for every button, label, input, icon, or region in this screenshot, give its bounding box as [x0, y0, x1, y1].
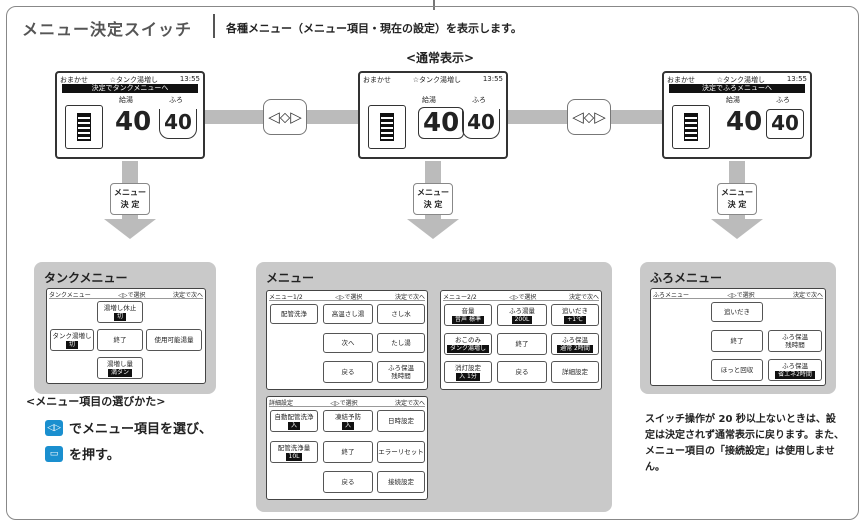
main-menu-panel: メニュー メニュー1/2◁▷で選択決定で次へ 配管洗浄 高温さし湯 さし水 次へ…: [256, 262, 612, 512]
page-description: 各種メニュー（メニュー項目・現在の設定）を表示します。: [226, 22, 522, 35]
back-button[interactable]: 戻る: [497, 361, 547, 383]
rocker-switch-icon: ◁⬦▷: [263, 99, 307, 135]
end-button[interactable]: 終了: [497, 333, 547, 355]
heat-recovery-button[interactable]: ほっと回収: [711, 359, 763, 381]
down-arrow-icon: [407, 219, 459, 239]
bath-temp: 40: [159, 109, 197, 139]
back-button[interactable]: 戻る: [323, 361, 373, 383]
screen-tank-select: おまかせ ☆タンク湯増し 13:55 決定でタンクメニューへ 給湯 ふろ 40 40: [55, 71, 205, 159]
supply-temp: 40: [418, 107, 465, 139]
tank-menu-panel: タンクメニュー タンクメニュー◁▷で選択決定で次へ 湯増し休止切 タンク湯増し切…: [34, 262, 216, 394]
back-button[interactable]: 戻る: [323, 471, 373, 493]
detail-settings-button[interactable]: 詳細設定: [551, 361, 599, 383]
mode-label: おまかせ: [363, 76, 391, 84]
tank-boost-button[interactable]: タンク湯増し切: [50, 329, 94, 351]
volume-button[interactable]: 音量音声 標準: [444, 304, 492, 326]
mode-label: おまかせ: [667, 76, 695, 84]
light-off-button[interactable]: 消灯設定入 1分: [444, 361, 492, 383]
page-title: メニュー決定スイッチ: [22, 20, 193, 39]
clock: 13:55: [482, 75, 503, 83]
supply-temp: 40: [115, 107, 152, 137]
clock: 13:55: [786, 75, 807, 83]
supply-label: 給湯: [726, 96, 740, 104]
usable-volume-button[interactable]: 使用可能湯量: [146, 329, 202, 351]
boost-amount-button[interactable]: 湯増し量満タン: [97, 357, 143, 379]
menu-decide-button-icon: ▭: [45, 445, 63, 462]
error-reset-button[interactable]: エラーリセット: [377, 441, 425, 463]
howto-step-1: ◁▷でメニュー項目を選び、: [45, 418, 212, 437]
high-temp-add-button[interactable]: 高温さし湯: [323, 304, 373, 324]
rocker-switch-icon: ◁⬦▷: [567, 99, 611, 135]
clock: 13:55: [179, 75, 200, 83]
panel-title: タンクメニュー: [44, 271, 128, 285]
down-arrow-icon: [104, 219, 156, 239]
favorite-button[interactable]: おこのみタンク湯増し: [444, 333, 492, 355]
status-label: ☆タンク湯増し: [412, 76, 462, 84]
next-button[interactable]: 次へ: [323, 333, 373, 353]
menu-decide-button-icon: メニュー決 定: [413, 183, 453, 215]
end-button[interactable]: 終了: [97, 329, 143, 351]
howto-step-2: ▭を押す。: [45, 444, 120, 463]
panel-title: ふろメニュー: [650, 271, 723, 285]
bath-temp: 40: [462, 109, 500, 139]
bath-label: ふろ: [169, 96, 183, 104]
screen-normal: おまかせ ☆タンク湯増し 13:55 給湯 ふろ 40 40: [358, 71, 508, 159]
bath-keep-eco-button[interactable]: ふろ保温省エネ2時間: [768, 359, 822, 381]
menu-decide-button-icon: メニュー決 定: [110, 183, 150, 215]
bath-keep-button[interactable]: ふろ保温通常 2時間: [551, 333, 599, 355]
bath-menu-panel: ふろメニュー ふろメニュー◁▷で選択決定で次へ 追いだき 終了 ふろ保温残時間 …: [640, 262, 836, 394]
bath-label: ふろ: [776, 96, 790, 104]
bath-label: ふろ: [472, 96, 486, 104]
tank-icon: [672, 105, 710, 149]
bath-keep-button[interactable]: ふろ保温残時間: [768, 330, 822, 352]
auto-pipe-clean-button[interactable]: 自動配管洗浄入: [270, 410, 318, 432]
connection-settings-button[interactable]: 接続設定: [377, 471, 425, 493]
mode-label: おまかせ: [60, 76, 88, 84]
datetime-button[interactable]: 日時設定: [377, 410, 425, 432]
add-water-button[interactable]: さし水: [377, 304, 425, 324]
menu-decide-button-icon: メニュー決 定: [717, 183, 757, 215]
status-label: ☆タンク湯増し: [716, 76, 766, 84]
reheat-button[interactable]: 追いだき+1℃: [551, 304, 599, 326]
end-button[interactable]: 終了: [323, 441, 373, 463]
hint-bar: 決定でふろメニューへ: [669, 84, 805, 93]
tank-menu-screen: タンクメニュー◁▷で選択決定で次へ 湯増し休止切 タンク湯増し切 終了 使用可能…: [46, 288, 206, 384]
reheat-button[interactable]: 追いだき: [711, 302, 763, 322]
hint-bar: 決定でタンクメニューへ: [62, 84, 198, 93]
howto-title: <メニュー項目の選びかた>: [26, 395, 166, 408]
end-button[interactable]: 終了: [711, 330, 763, 352]
bath-keep-button[interactable]: ふろ保温残時間: [377, 361, 425, 383]
normal-display-label: <通常表示>: [405, 51, 475, 65]
supply-label: 給湯: [119, 96, 133, 104]
panel-title: メニュー: [266, 271, 315, 285]
supply-temp: 40: [726, 107, 763, 137]
tank-stop-button[interactable]: 湯増し休止切: [97, 301, 143, 323]
title-separator: [213, 14, 215, 38]
timeout-note: スイッチ操作が 20 秒以上ないときは、設定は決定されず通常表示に戻ります。また…: [645, 414, 844, 473]
pipe-cleaning-button[interactable]: 配管洗浄: [270, 304, 318, 324]
frame: [6, 6, 859, 520]
bath-temp: 40: [766, 109, 804, 139]
rocker-switch-icon: ◁▷: [45, 419, 63, 436]
supply-label: 給湯: [422, 96, 436, 104]
menu-page1-screen: メニュー1/2◁▷で選択決定で次へ 配管洗浄 高温さし湯 さし水 次へ たし湯 …: [266, 290, 428, 390]
top-divider: [433, 0, 435, 10]
status-label: ☆タンク湯増し: [109, 76, 159, 84]
add-hot-water-button[interactable]: たし湯: [377, 333, 425, 353]
down-arrow-icon: [711, 219, 763, 239]
tank-icon: [65, 105, 103, 149]
tank-icon: [368, 105, 406, 149]
bath-menu-screen: ふろメニュー◁▷で選択決定で次へ 追いだき 終了 ふろ保温残時間 ほっと回収 ふ…: [650, 288, 826, 386]
freeze-prevent-button[interactable]: 凍結予防入: [323, 410, 373, 432]
screen-bath-select: おまかせ ☆タンク湯増し 13:55 決定でふろメニューへ 給湯 ふろ 40 40: [662, 71, 812, 159]
